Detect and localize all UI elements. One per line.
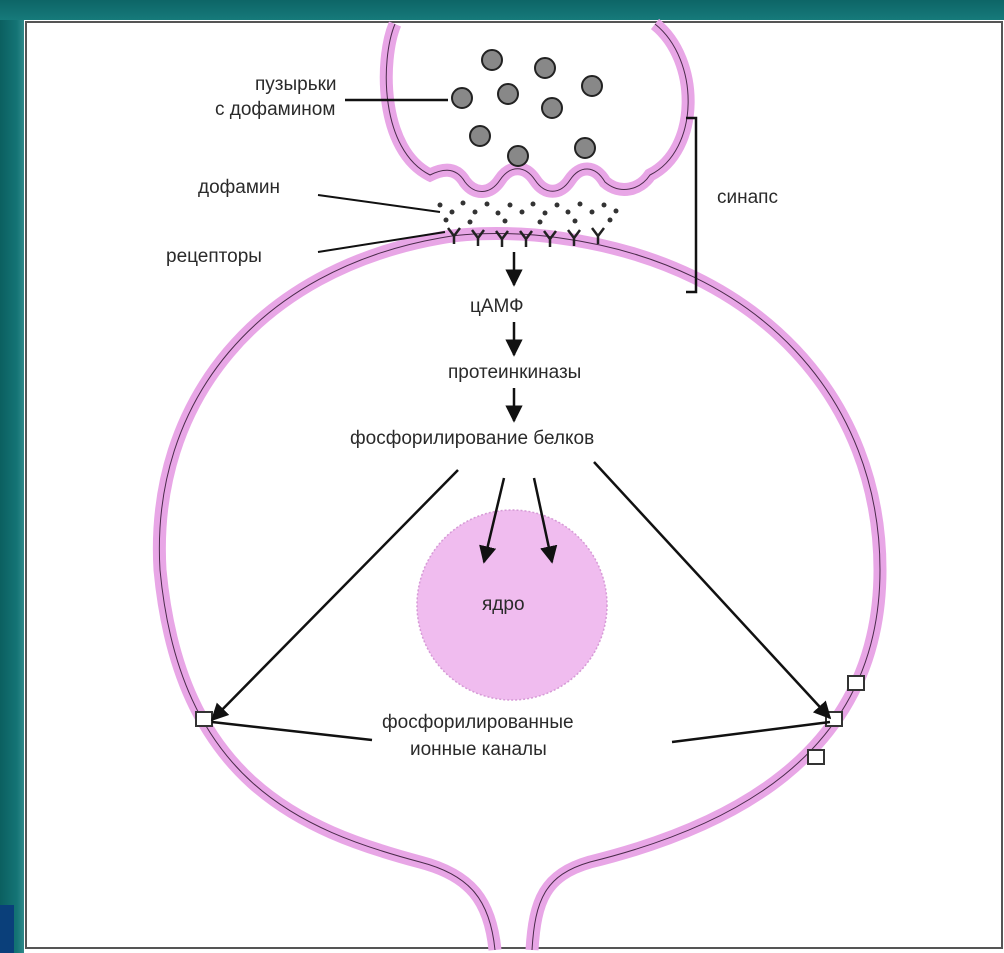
synapse-bracket [686,118,696,292]
phosphorylation-label: фосфорилирование белков [350,428,594,449]
ion-channels-right [808,676,864,764]
phospho-to-right-channel-arrow [594,462,830,718]
dopamine-molecules [438,201,619,225]
presynaptic-terminal-outline [386,24,688,192]
channels-leader-left [212,722,372,740]
presynaptic-terminal [386,24,688,192]
synapse-label: синапс [717,187,778,208]
channels-leader-right [672,722,830,742]
channels-label-line1: фосфорилированные [382,712,574,733]
dopamine-leader-line [318,195,440,212]
protein-kinases-label: протеинкиназы [448,362,581,383]
dopamine-vesicles [452,50,602,166]
receptors-label: рецепторы [166,246,262,267]
camp-label: цАМФ [470,296,524,317]
vesicles-label-line2: с дофамином [215,99,335,120]
dopamine-label: дофамин [198,177,280,198]
vesicles-label-line1: пузырьки [255,74,337,95]
channels-label-line2: ионные каналы [410,739,547,760]
ion-channel-left [196,712,212,726]
nucleus-label: ядро [482,594,525,615]
